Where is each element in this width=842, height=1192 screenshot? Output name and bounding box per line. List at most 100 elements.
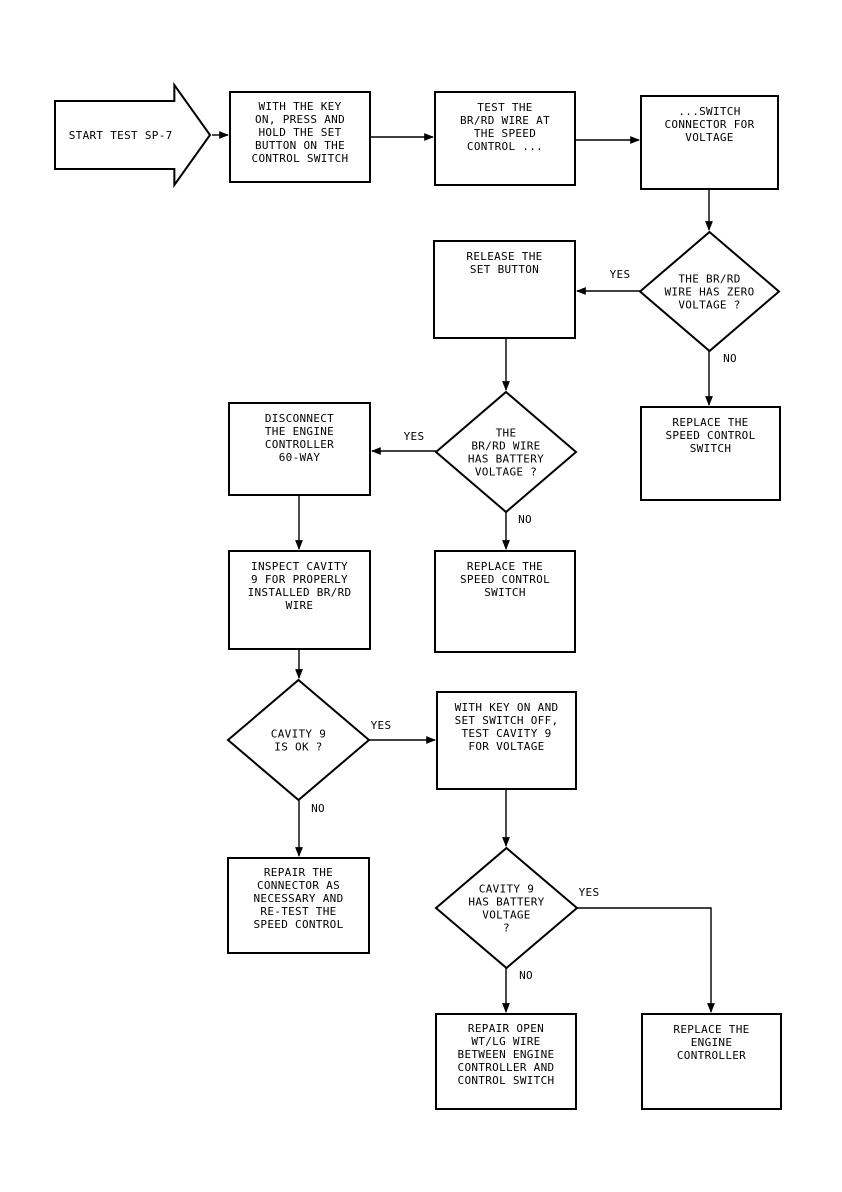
decision-diamond <box>434 846 579 970</box>
node-text-line: SET BUTTON <box>470 263 539 276</box>
node-text-line: TEST THE <box>477 101 532 114</box>
process-box <box>434 91 576 186</box>
connector-arrow <box>577 907 715 1013</box>
node-text-line: CONTROLLER AND <box>458 1061 555 1074</box>
node-text-line: TEST CAVITY 9 <box>462 727 552 740</box>
edge-cav9-batt-to-repair-open: NO <box>502 968 533 1013</box>
node-text-line: ...SWITCH <box>678 105 740 118</box>
process-box <box>433 240 576 339</box>
node-text-line: HAS BATTERY <box>468 896 544 909</box>
node-start: START TEST SP-7 <box>54 81 212 189</box>
edge-label-yes: YES <box>579 886 600 899</box>
edge-zero-v-to-release-set: YES <box>576 268 640 295</box>
decision-diamond <box>638 230 781 353</box>
node-text-line: CONTROLLER <box>265 438 334 451</box>
node-text-line: SPEED CONTROL <box>666 429 756 442</box>
process-box <box>435 1013 577 1110</box>
connectors: YES NO YES NO YES NO YES NO <box>212 131 737 1013</box>
edge-label-no: NO <box>723 352 737 365</box>
process-box <box>434 550 576 653</box>
node-text-line: CONTROL SWITCH <box>458 1074 555 1087</box>
node-text-line: VOLTAGE <box>685 131 733 144</box>
edge-label-yes: YES <box>404 430 425 443</box>
node-cav-ok: CAVITY 9IS OK ? <box>226 678 371 802</box>
edge-label-no: NO <box>519 969 533 982</box>
node-text-line: DISCONNECT <box>265 412 334 425</box>
node-text-line: CONTROL ... <box>467 140 543 153</box>
node-text-line: 60-WAY <box>279 451 321 464</box>
node-text-line: HOLD THE SET <box>258 126 341 139</box>
node-text-line: ON, PRESS AND <box>255 113 345 126</box>
node-text-line: CAVITY 9 <box>271 728 326 741</box>
node-text-line: ? <box>503 922 510 935</box>
process-box <box>228 402 371 496</box>
node-text-line: NECESSARY AND <box>254 892 344 905</box>
edge-cav-ok-to-repair-conn: NO <box>295 800 325 857</box>
edge-label-no: NO <box>311 802 325 815</box>
node-text-line: WITH THE KEY <box>258 100 341 113</box>
node-text-line: SET SWITCH OFF, <box>455 714 559 727</box>
process-box <box>227 857 370 954</box>
node-text-line: THE BR/RD <box>678 273 740 286</box>
node-text-line: BR/RD WIRE AT <box>460 114 550 127</box>
edge-batt-v-to-replace-sc2: NO <box>502 512 532 550</box>
process-box <box>436 691 577 790</box>
node-text-line: REPLACE THE <box>673 1023 749 1036</box>
node-text-line: HAS BATTERY <box>468 453 544 466</box>
edge-label-yes: YES <box>610 268 631 281</box>
node-text-line: VOLTAGE <box>482 909 530 922</box>
node-text-line: RE-TEST THE <box>260 905 336 918</box>
node-text-line: THE ENGINE <box>265 425 334 438</box>
node-text-line: THE <box>496 427 517 440</box>
node-text-line: REPAIR OPEN <box>468 1022 544 1035</box>
edge-cav9-batt-to-replace-ec: YES <box>577 886 715 1013</box>
node-text-line: WITH KEY ON AND <box>455 701 559 714</box>
edge-zero-v-to-replace-sc1: NO <box>705 351 737 406</box>
node-text-line: CONTROL SWITCH <box>252 152 349 165</box>
node-text-line: REPLACE THE <box>467 560 543 573</box>
node-text-line: WIRE <box>286 599 314 612</box>
node-text-line: INSTALLED BR/RD <box>248 586 352 599</box>
node-text-line: WT/LG WIRE <box>471 1035 540 1048</box>
decision-diamond <box>226 678 371 802</box>
node-text-line: BETWEEN ENGINE <box>458 1048 555 1061</box>
node-text-line: SPEED CONTROL <box>254 918 344 931</box>
node-text-line: THE SPEED <box>474 127 536 140</box>
edge-cav-ok-to-test-cav9: YES <box>369 719 436 744</box>
process-box <box>229 91 371 183</box>
edge-label-no: NO <box>518 513 532 526</box>
node-text-line: VOLTAGE ? <box>475 466 537 479</box>
node-text-line: INSPECT CAVITY <box>251 560 348 573</box>
decision-diamond <box>434 390 578 514</box>
process-box <box>641 1013 782 1110</box>
edge-batt-v-to-disconnect: YES <box>371 430 436 455</box>
node-text-line: BUTTON ON THE <box>255 139 345 152</box>
node-text-line: ENGINE <box>691 1036 733 1049</box>
node-text-line: CONNECTOR FOR <box>665 118 755 131</box>
node-text-line: SPEED CONTROL <box>460 573 550 586</box>
node-text-line: RELEASE THE <box>466 250 542 263</box>
node-text-line: CONTROLLER <box>677 1049 746 1062</box>
node-text-line: IS OK ? <box>274 741 322 754</box>
process-box <box>640 95 779 190</box>
node-text-line: 9 FOR PROPERLY <box>251 573 348 586</box>
node-text-line: SWITCH <box>484 586 526 599</box>
node-text-line: WIRE HAS ZERO <box>665 286 755 299</box>
node-text-line: VOLTAGE ? <box>678 299 740 312</box>
node-text-line: REPLACE THE <box>672 416 748 429</box>
